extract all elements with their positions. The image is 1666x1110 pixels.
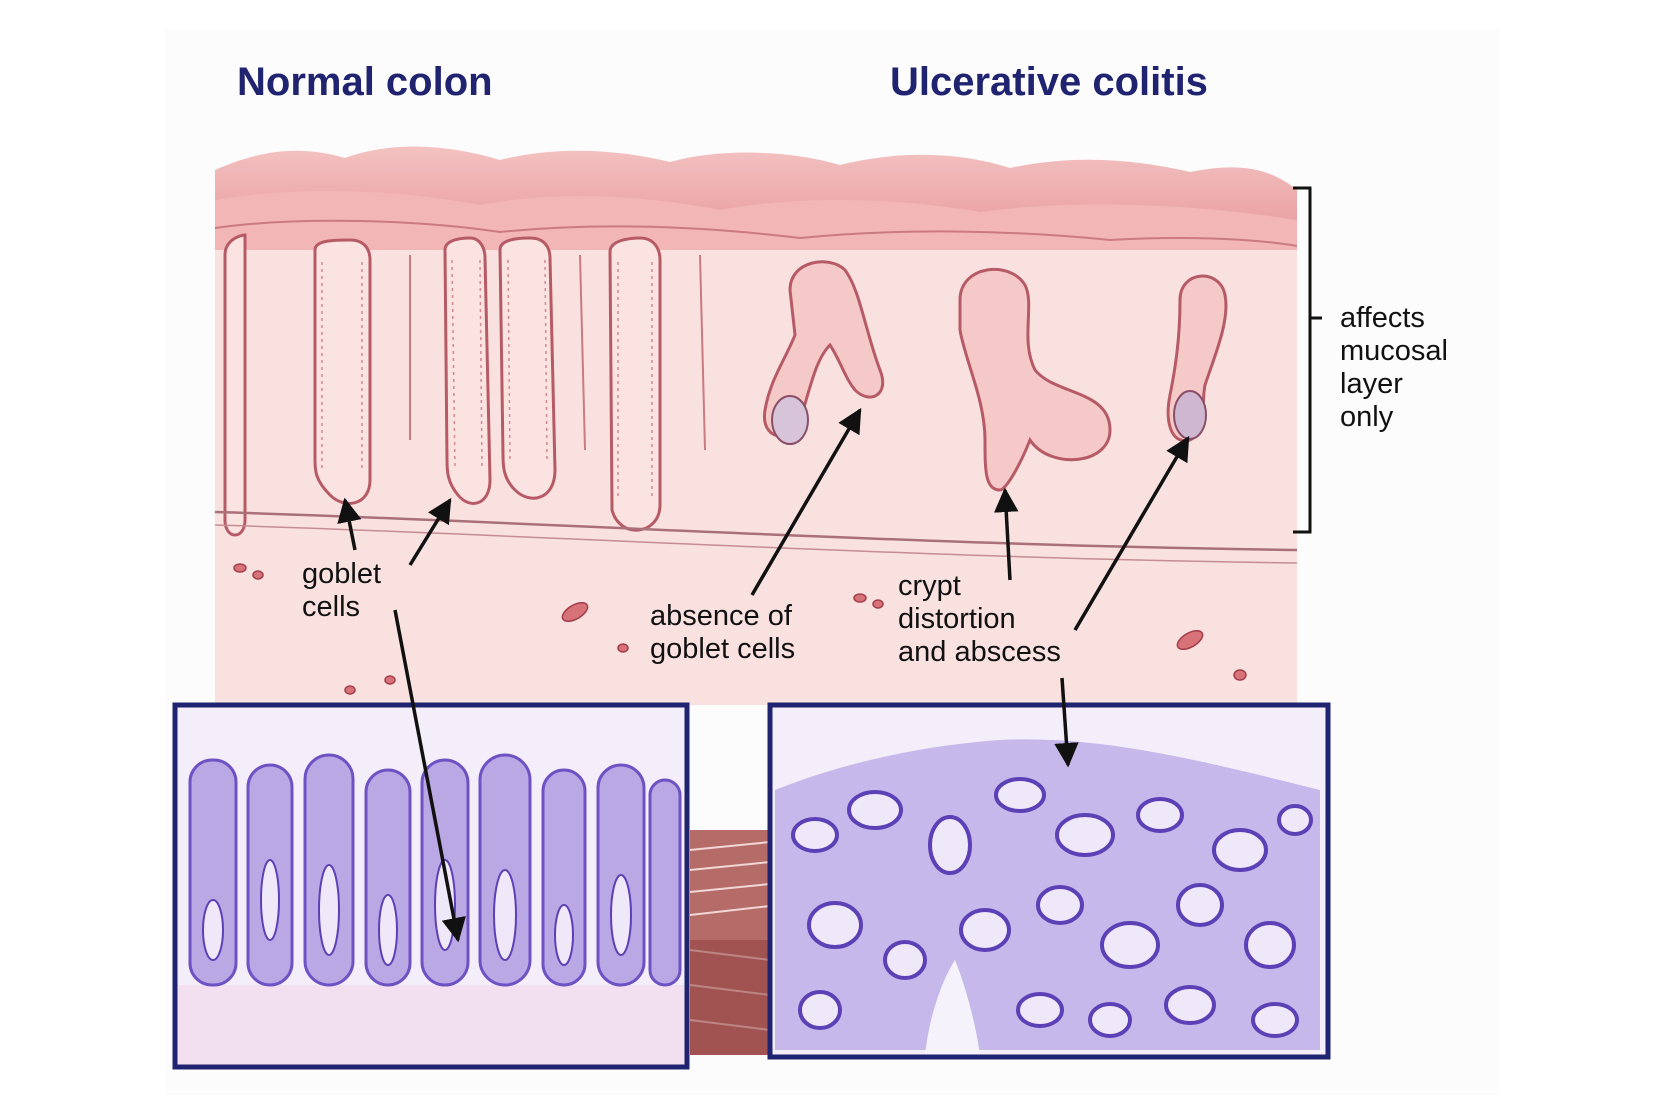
- label-line: only: [1340, 401, 1394, 433]
- bracket-icon: [1293, 186, 1322, 534]
- blood-cells: [233, 563, 1247, 695]
- label-goblet-cells: goblet cells: [302, 558, 381, 624]
- abscess-right: [1173, 390, 1207, 440]
- distorted-crypts: [762, 260, 1228, 492]
- label-affects-mucosal: affects mucosal layer only: [1340, 302, 1448, 434]
- arrow-crypt-to-photo: [1054, 677, 1079, 768]
- label-line: goblet cells: [650, 633, 796, 665]
- label-line: cells: [302, 591, 361, 623]
- label-line: distortion: [898, 603, 1016, 635]
- arrow-goblet-right: [408, 497, 452, 566]
- arrow-absence: [750, 407, 862, 596]
- abscess-left: [771, 395, 809, 445]
- histology-colitis: [770, 705, 1328, 1057]
- label-line: absence of: [650, 600, 792, 632]
- label-line: layer: [1340, 368, 1403, 400]
- histology-normal-frame: [172, 702, 690, 1070]
- label-line: goblet: [302, 558, 382, 590]
- arrow-pointer-icon: [337, 407, 1190, 943]
- arrow-crypt-distortion: [993, 487, 1019, 581]
- arrow-abscess: [1073, 435, 1190, 631]
- label-absence-goblet: absence of goblet cells: [650, 600, 795, 666]
- title-normal-colon: Normal colon: [237, 60, 493, 104]
- label-line: affects: [1340, 302, 1425, 334]
- arrow-goblet-to-photo: [393, 609, 466, 943]
- muscle-layer: [689, 830, 771, 1055]
- label-line: crypt: [898, 570, 961, 602]
- histology-normal: [175, 705, 687, 1067]
- label-line: and abscess: [898, 636, 1061, 668]
- histology-colitis-frame: [767, 702, 1331, 1060]
- label-line: mucosal: [1340, 335, 1448, 367]
- arrow-goblet-left: [337, 497, 362, 551]
- label-crypt-distortion: crypt distortion and abscess: [898, 570, 1061, 669]
- title-ulcerative-colitis: Ulcerative colitis: [890, 60, 1208, 104]
- normal-crypts: [223, 233, 662, 537]
